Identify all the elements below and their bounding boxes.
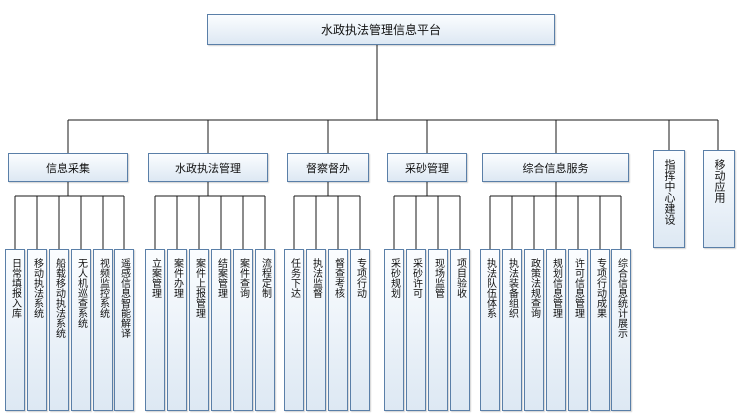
category-label: 水政执法管理 (175, 161, 241, 175)
leaf-label: 视频监控系统 (97, 258, 109, 318)
leaf-label: 采砂许可 (410, 258, 422, 298)
category-label: 采砂管理 (405, 161, 449, 175)
leaf-label: 专项行动成果 (594, 258, 606, 318)
leaf-node: 执法监督 (306, 249, 326, 411)
leaf-label: 案件查询 (237, 258, 249, 298)
leaf-node: 船载移动执法系统 (49, 249, 69, 411)
leaf-node: 日常填报入库 (5, 249, 25, 411)
leaf-node: 案件上报管理 (189, 249, 209, 411)
category-integrated-service: 综合信息服务 (482, 153, 629, 182)
leaf-node: 执法队伍体系 (480, 249, 500, 411)
leaf-node: 专项行动 (350, 249, 370, 411)
leaf-node: 遥感信息智能解译 (114, 249, 134, 411)
root-label: 水政执法管理信息平台 (320, 23, 441, 37)
leaf-label: 项目验收 (454, 258, 466, 298)
leaf-node: 督查考核 (328, 249, 348, 411)
category-mobile-app: 移动应用 (703, 150, 735, 248)
leaf-node: 结案管理 (211, 249, 231, 411)
leaf-node: 案件查询 (233, 249, 253, 411)
leaf-label: 政策法规查询 (528, 258, 540, 318)
leaf-label: 案件办理 (171, 258, 183, 298)
leaf-node: 项目验收 (450, 249, 470, 411)
leaf-label: 案件上报管理 (193, 258, 205, 318)
category-label: 指挥中心建设 (663, 159, 676, 225)
leaf-label: 立案管理 (149, 258, 161, 298)
leaf-label: 现场监管 (432, 258, 444, 298)
leaf-label: 任务下达 (288, 258, 300, 298)
leaf-label: 无人机巡查系统 (75, 258, 87, 328)
leaf-label: 日常填报入库 (9, 258, 21, 318)
leaf-label: 移动执法系统 (31, 258, 43, 318)
leaf-node: 任务下达 (284, 249, 304, 411)
leaf-label: 许可信息管理 (572, 258, 584, 318)
category-label: 督察督办 (306, 161, 350, 175)
leaf-node: 移动执法系统 (27, 249, 47, 411)
category-command-center: 指挥中心建设 (653, 150, 685, 248)
leaf-label: 专项行动 (354, 258, 366, 298)
leaf-node: 专项行动成果 (590, 249, 610, 411)
leaf-label: 流程定制 (259, 258, 271, 298)
category-supervision: 督察督办 (287, 153, 369, 182)
root-node: 水政执法管理信息平台 (207, 14, 555, 45)
leaf-node: 综合信息统计展示 (611, 249, 631, 411)
category-label: 移动应用 (713, 159, 726, 203)
leaf-label: 执法装备组织 (506, 258, 518, 318)
leaf-node: 执法装备组织 (502, 249, 522, 411)
leaf-label: 执法监督 (310, 258, 322, 298)
leaf-node: 案件办理 (167, 249, 187, 411)
leaf-label: 规划信息管理 (550, 258, 562, 318)
category-sand-mining: 采砂管理 (387, 153, 467, 182)
leaf-label: 督查考核 (332, 258, 344, 298)
leaf-label: 遥感信息智能解译 (118, 258, 130, 338)
leaf-label: 结案管理 (215, 258, 227, 298)
leaf-node: 立案管理 (145, 249, 165, 411)
leaf-node: 许可信息管理 (568, 249, 588, 411)
category-water-enforcement: 水政执法管理 (148, 153, 268, 182)
leaf-node: 政策法规查询 (524, 249, 544, 411)
leaf-label: 船载移动执法系统 (53, 258, 65, 338)
category-label: 综合信息服务 (522, 161, 589, 175)
leaf-node: 流程定制 (255, 249, 275, 411)
leaf-label: 执法队伍体系 (484, 258, 496, 318)
leaf-node: 现场监管 (428, 249, 448, 411)
leaf-label: 综合信息统计展示 (615, 258, 627, 338)
leaf-node: 采砂规划 (384, 249, 404, 411)
leaf-node: 无人机巡查系统 (71, 249, 91, 411)
leaf-node: 视频监控系统 (93, 249, 113, 411)
leaf-node: 规划信息管理 (546, 249, 566, 411)
leaf-label: 采砂规划 (388, 258, 400, 298)
category-label: 信息采集 (46, 161, 90, 175)
leaf-node: 采砂许可 (406, 249, 426, 411)
category-info-collection: 信息采集 (8, 153, 128, 182)
